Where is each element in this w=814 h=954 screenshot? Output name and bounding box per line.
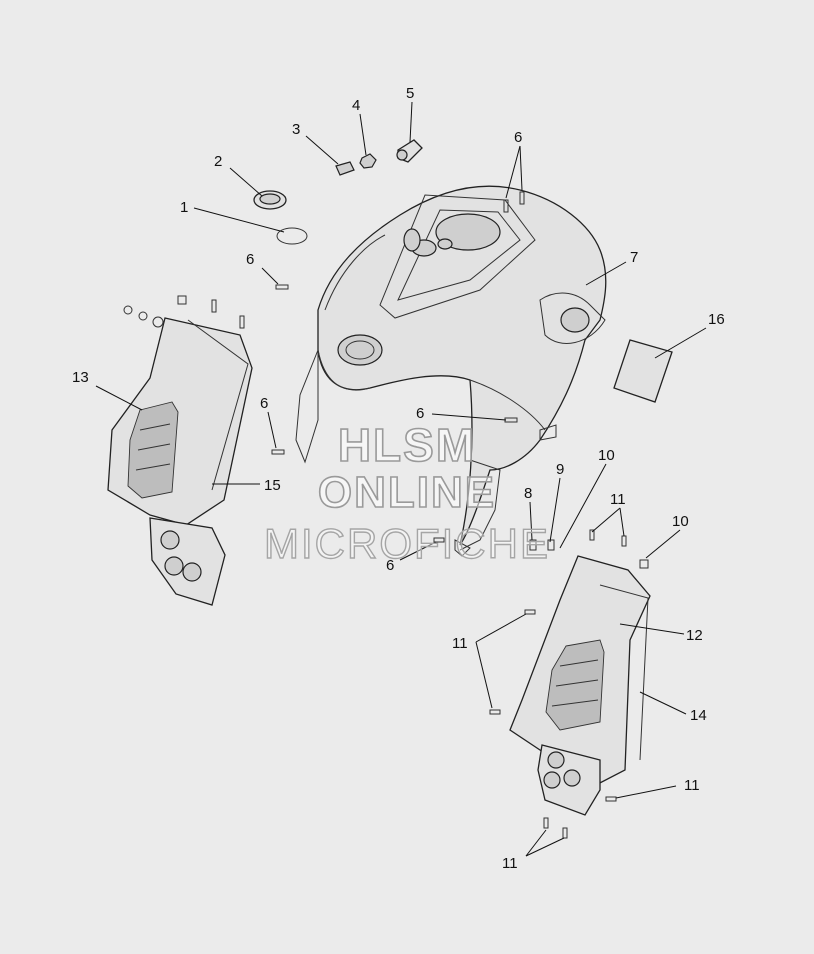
callout-11-right: 11 <box>684 777 700 794</box>
callout-2: 2 <box>214 153 222 170</box>
watermark-line-2: ONLINE <box>317 467 497 518</box>
callout-6-center: 6 <box>416 405 424 422</box>
callout-10-lower: 10 <box>672 513 689 530</box>
callout-3: 3 <box>292 121 300 138</box>
o-ring-part-1 <box>276 227 308 245</box>
left-side-panel <box>107 305 253 606</box>
decal-part-16 <box>613 339 673 403</box>
callout-13: 13 <box>72 369 89 386</box>
watermark-line-1: HLSM <box>337 418 477 472</box>
callout-9: 9 <box>556 461 564 478</box>
callout-6-bottom: 6 <box>386 557 394 574</box>
callout-8: 8 <box>524 485 532 502</box>
fasteners <box>177 191 649 839</box>
callout-10-upper: 10 <box>598 447 615 464</box>
right-side-panel <box>509 555 651 816</box>
watermark-line-3: MICROFICHE <box>263 519 550 567</box>
callout-16: 16 <box>708 311 725 328</box>
switch-part-5 <box>396 139 423 163</box>
callout-12: 12 <box>686 627 703 644</box>
hood-assembly <box>295 185 607 557</box>
nut-part-4 <box>359 153 377 169</box>
callout-5: 5 <box>406 85 414 102</box>
callout-6-top: 6 <box>514 129 522 146</box>
callout-11-bottom: 11 <box>502 855 518 872</box>
callout-15: 15 <box>264 477 281 494</box>
callout-4: 4 <box>352 97 360 114</box>
callout-6-left-lower: 6 <box>260 395 268 412</box>
callout-1: 1 <box>180 199 188 216</box>
key-part-3 <box>335 161 355 176</box>
callout-14: 14 <box>690 707 707 724</box>
callout-11-upper: 11 <box>610 491 626 508</box>
callout-6-left-upper: 6 <box>246 251 254 268</box>
leader-lines <box>95 101 707 857</box>
callout-7: 7 <box>630 249 638 266</box>
callout-11-left: 11 <box>452 635 468 652</box>
callout-labels: 1 2 3 4 5 6 6 6 6 6 7 8 9 10 10 11 11 11… <box>72 85 725 872</box>
